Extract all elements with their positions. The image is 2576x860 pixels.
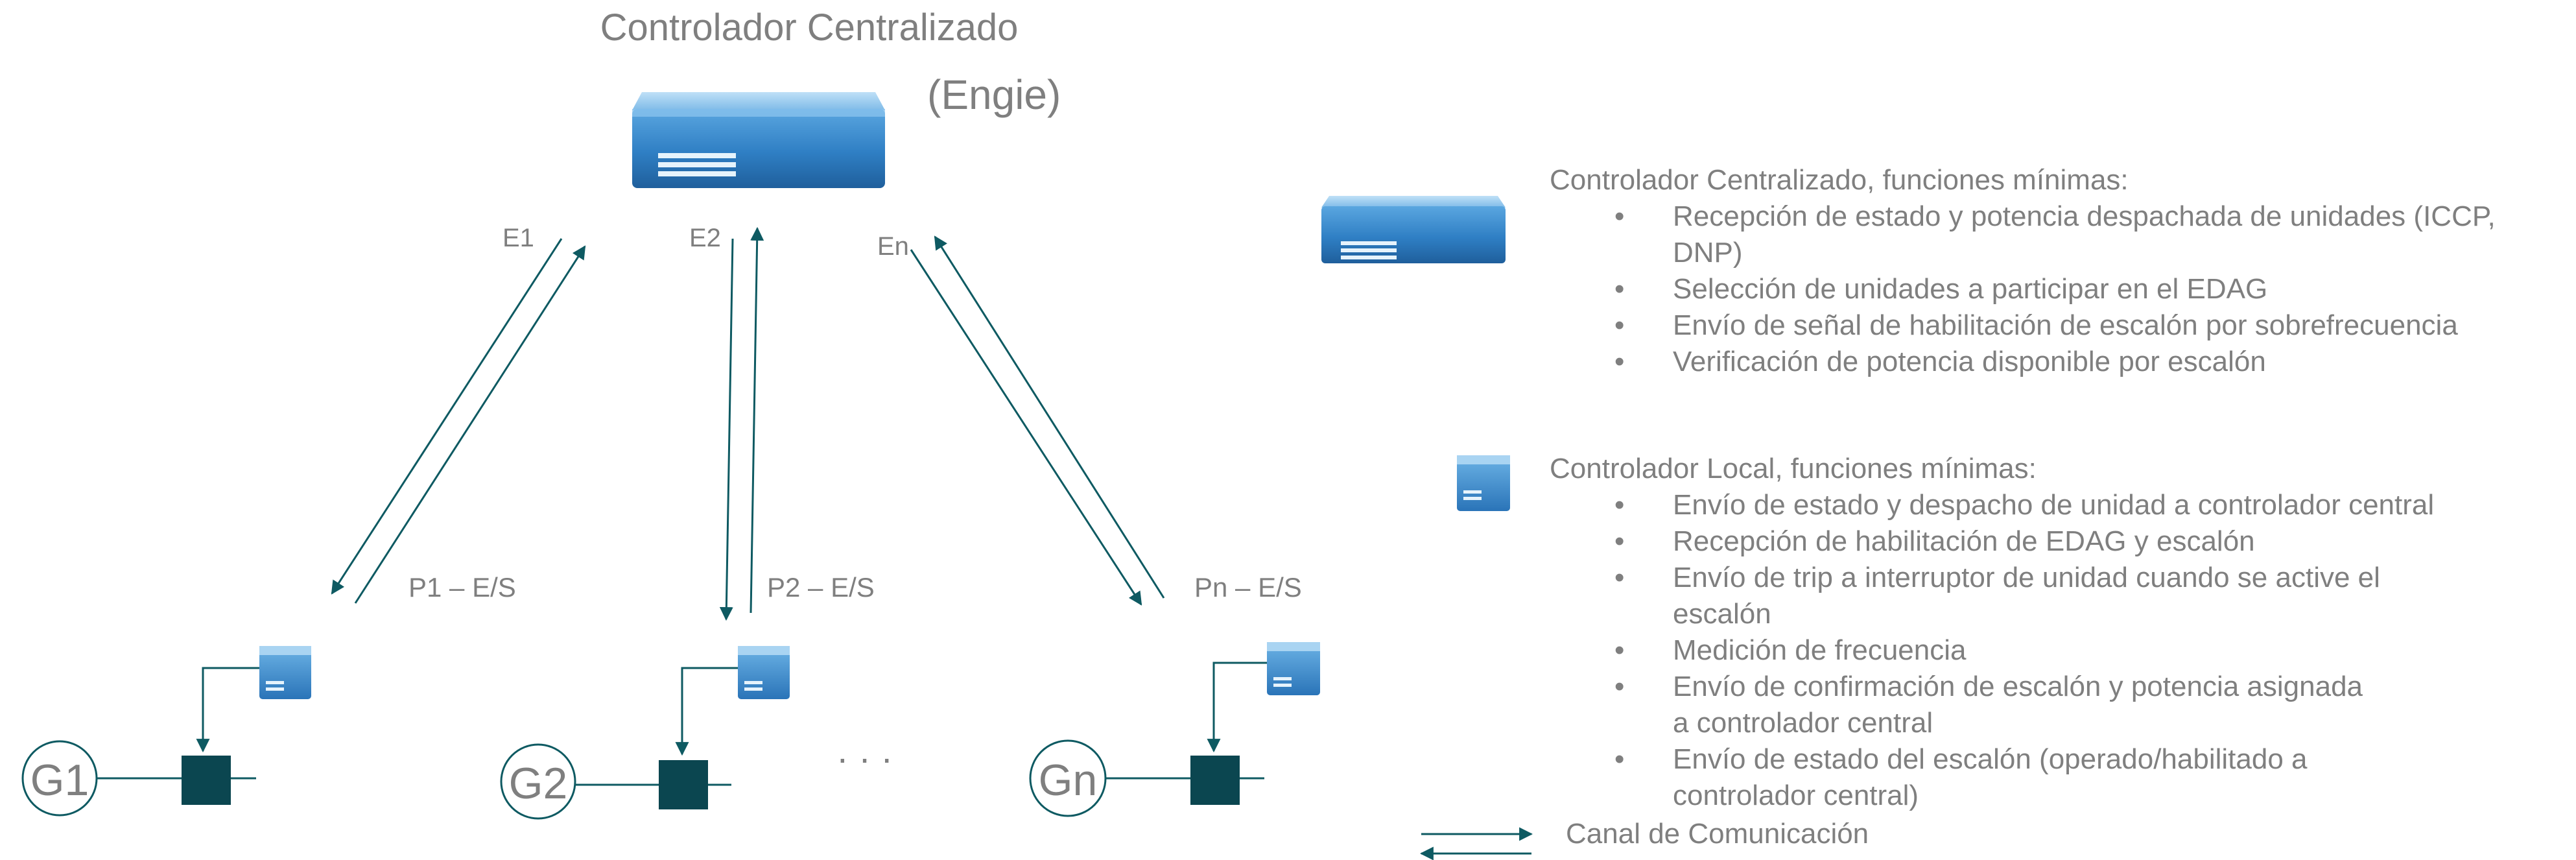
breaker-1 — [182, 756, 231, 805]
central-controller-functions: Controlador Centralizado, funciones míni… — [1550, 162, 2568, 380]
list-item: Recepción de estado y potencia despachad… — [1614, 198, 2568, 271]
diagram-subtitle: (Engie) — [927, 71, 1061, 118]
list-item: Envío de estado y despacho de unidad a c… — [1614, 487, 2470, 523]
channel-2 — [719, 226, 764, 621]
communication-channel-legend-icon — [1419, 827, 1533, 860]
list-item: Verificación de potencia disponible por … — [1614, 344, 2568, 380]
list-item: Envío de confirmación de escalón y poten… — [1614, 669, 2386, 741]
local-controller-1-icon — [259, 646, 311, 699]
local-functions-heading: Controlador Local, funciones mínimas: — [1550, 453, 2037, 484]
generator-2-label: G2 — [509, 759, 568, 808]
label-e1: E1 — [502, 224, 534, 252]
list-item: Envío de trip a interruptor de unidad cu… — [1614, 560, 2470, 632]
local-controller-n-icon — [1267, 642, 1320, 695]
trip-line-1 — [196, 667, 259, 753]
central-functions-heading: Controlador Centralizado, funciones míni… — [1550, 164, 2129, 196]
ellipsis: · · · — [836, 737, 893, 778]
trip-line-2 — [675, 667, 738, 756]
list-item: Medición de frecuencia — [1614, 632, 2470, 669]
central-controller-legend-icon — [1321, 196, 1506, 263]
local-functions-list: Envío de estado y despacho de unidad a c… — [1550, 487, 2470, 814]
channel-1 — [331, 238, 586, 604]
generator-n-label: Gn — [1039, 756, 1098, 805]
channel-n — [910, 235, 1165, 606]
label-e2: E2 — [689, 224, 721, 252]
list-item: Recepción de habilitación de EDAG y esca… — [1614, 523, 2470, 560]
label-pn: Pn – E/S — [1194, 572, 1302, 603]
label-en: En — [877, 232, 909, 261]
label-p2: P2 – E/S — [767, 572, 875, 603]
label-p1: P1 – E/S — [408, 572, 516, 603]
diagram-title: Controlador Centralizado — [600, 6, 1019, 49]
list-item: Envío de estado del escalón (operado/hab… — [1614, 741, 2386, 814]
generator-1-label: G1 — [30, 756, 89, 805]
list-item: Selección de unidades a participar en el… — [1614, 271, 2568, 307]
local-controller-2-icon — [738, 646, 790, 699]
breaker-n — [1190, 756, 1240, 805]
legend-label: Canal de Comunicación — [1566, 818, 1869, 850]
list-item: Envío de señal de habilitación de escaló… — [1614, 307, 2568, 344]
central-controller-icon — [632, 92, 885, 188]
local-controller-legend-icon — [1457, 455, 1510, 511]
generator-2 — [500, 743, 576, 820]
local-controller-functions: Controlador Local, funciones mínimas: En… — [1550, 451, 2470, 814]
breaker-2 — [659, 760, 708, 809]
central-functions-list: Recepción de estado y potencia despachad… — [1550, 198, 2568, 380]
trip-line-n — [1207, 662, 1267, 753]
